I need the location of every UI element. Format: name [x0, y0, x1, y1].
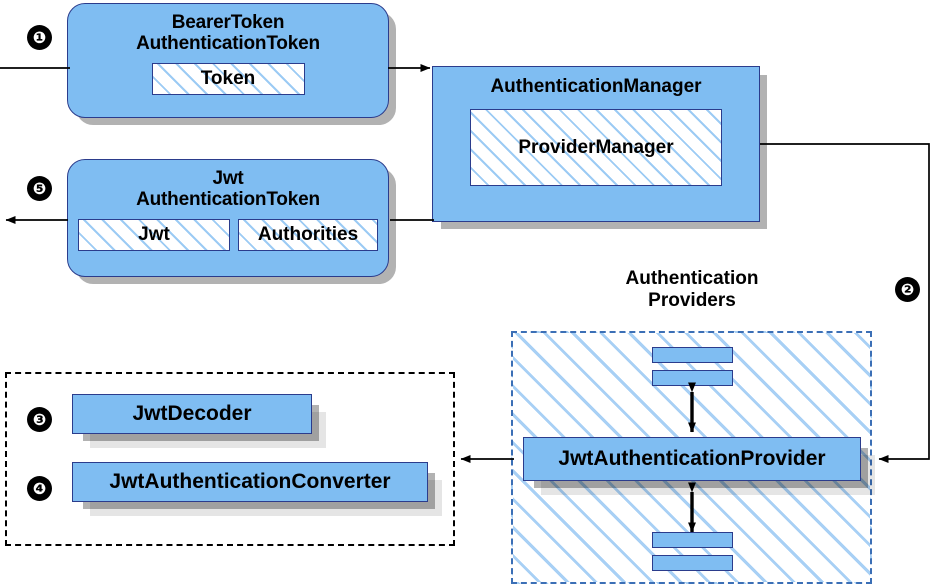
providers-title-line2: Providers	[648, 289, 736, 311]
provider-stub-bottom-1	[652, 532, 733, 548]
token-chip-label: Token	[200, 67, 256, 89]
bearer-token-title-line1: BearerToken	[171, 12, 285, 33]
jwt-decoder-label: JwtDecoder	[132, 402, 252, 425]
jwt-helpers-group	[5, 372, 455, 546]
provider-manager-label: ProviderManager	[518, 136, 674, 158]
bearer-token-authentication-token-card[interactable]: BearerToken AuthenticationToken Token	[67, 3, 389, 118]
token-chip: Token	[151, 62, 305, 95]
step-badge-3: ❸	[27, 407, 52, 432]
providers-title-line1: Authentication	[625, 268, 759, 289]
jwt-authentication-converter-label: JwtAuthenticationConverter	[109, 470, 391, 493]
step-badge-2: ❷	[895, 277, 920, 302]
authentication-manager-title: AuthenticationManager	[490, 76, 702, 97]
provider-stub-top-2	[652, 370, 733, 386]
step-badge-1: ❶	[27, 25, 52, 50]
bearer-token-card-title: BearerToken AuthenticationToken	[68, 12, 388, 55]
jwt-authentication-token-card[interactable]: Jwt AuthenticationToken Jwt Authorities	[67, 159, 389, 277]
jwt-token-card-title: Jwt AuthenticationToken	[68, 168, 388, 211]
provider-stub-bottom-2	[652, 555, 733, 571]
jwt-token-title-line2: AuthenticationToken	[136, 189, 320, 211]
authentication-manager-box[interactable]: AuthenticationManager ProviderManager	[432, 66, 760, 222]
jwt-chip: Jwt	[78, 218, 230, 251]
step-badge-4: ❹	[27, 476, 52, 501]
jwt-authentication-converter-bar[interactable]: JwtAuthenticationConverter	[72, 462, 428, 502]
provider-manager-chip: ProviderManager	[470, 109, 722, 186]
authorities-chip: Authorities	[238, 218, 378, 251]
jwt-token-title-line1: Jwt	[212, 168, 244, 189]
jwt-decoder-bar[interactable]: JwtDecoder	[72, 394, 312, 434]
bearer-token-title-line2: AuthenticationToken	[136, 33, 320, 55]
provider-stub-top-1	[652, 347, 733, 363]
jwt-authentication-provider-label: JwtAuthenticationProvider	[558, 447, 826, 470]
jwt-token-chip-row: Jwt Authorities	[78, 218, 378, 251]
authentication-providers-title: Authentication Providers	[563, 268, 821, 311]
jwt-chip-label: Jwt	[138, 223, 170, 245]
authorities-chip-label: Authorities	[257, 223, 359, 245]
step-badge-5: ❺	[27, 176, 52, 201]
jwt-authentication-provider-bar[interactable]: JwtAuthenticationProvider	[523, 437, 861, 481]
